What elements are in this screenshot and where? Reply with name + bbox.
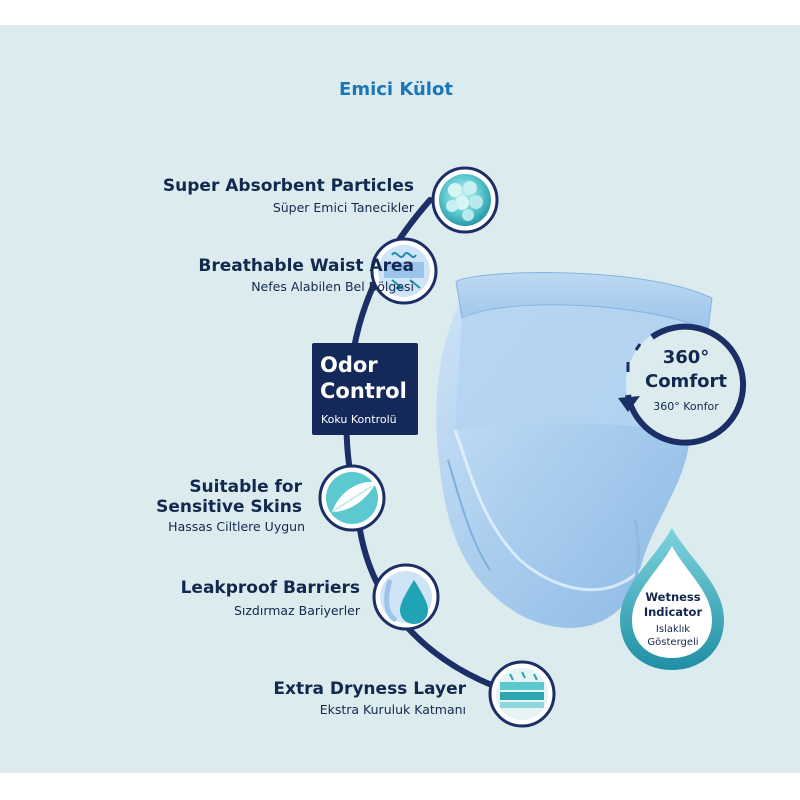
feature-title-sensitive-line2: Sensitive Skins bbox=[156, 497, 302, 517]
odor-control-line1: Odor bbox=[320, 353, 378, 377]
wetness-drop-icon bbox=[620, 528, 724, 670]
wetness-line1: Wetness bbox=[645, 590, 701, 604]
feature-subtitle-dryness: Ekstra Kuruluk Katmanı bbox=[319, 702, 466, 717]
comfort-title: 360° Comfort bbox=[636, 346, 736, 394]
feature-subtitle-sensitive: Hassas Ciltlere Uygun bbox=[168, 519, 305, 534]
comfort-subtitle: 360° Konfor bbox=[653, 400, 719, 413]
feature-title-absorbent: Super Absorbent Particles bbox=[162, 176, 414, 196]
odor-control-badge bbox=[312, 343, 418, 435]
particles-icon bbox=[431, 166, 499, 234]
wetness-subtitle: Islaklık Göstergeli bbox=[628, 623, 718, 649]
droplet-icon bbox=[372, 563, 440, 631]
wetness-sub2: Göstergeli bbox=[647, 637, 699, 648]
waist-icon bbox=[370, 237, 438, 305]
comfort-line2: Comfort bbox=[644, 371, 727, 392]
feature-title-waist: Breathable Waist Area bbox=[198, 256, 414, 276]
wetness-line2: Indicator bbox=[643, 605, 703, 619]
page-title: Emici Külot bbox=[339, 79, 453, 100]
feather-icon bbox=[318, 464, 386, 532]
feature-title-dryness: Extra Dryness Layer bbox=[273, 679, 466, 699]
wetness-title: Wetness Indicator bbox=[628, 590, 718, 620]
odor-control-line2: Control bbox=[320, 379, 407, 403]
layers-icon bbox=[488, 660, 556, 728]
odor-control-title: Odor Control bbox=[320, 352, 407, 404]
feature-subtitle-leakproof: Sızdırmaz Bariyerler bbox=[233, 603, 360, 618]
feature-subtitle-waist: Nefes Alabilen Bel Bölgesi bbox=[251, 279, 414, 294]
odor-control-subtitle: Koku Kontrolü bbox=[321, 413, 397, 426]
wetness-sub1: Islaklık bbox=[655, 624, 691, 635]
feature-title-leakproof: Leakproof Barriers bbox=[180, 578, 360, 598]
feature-subtitle-absorbent: Süper Emici Tanecikler bbox=[272, 200, 414, 215]
rotate-arrow-icon bbox=[618, 323, 747, 446]
comfort-line1: 360° bbox=[662, 347, 710, 368]
feature-title-sensitive-line1: Suitable for bbox=[189, 477, 302, 497]
